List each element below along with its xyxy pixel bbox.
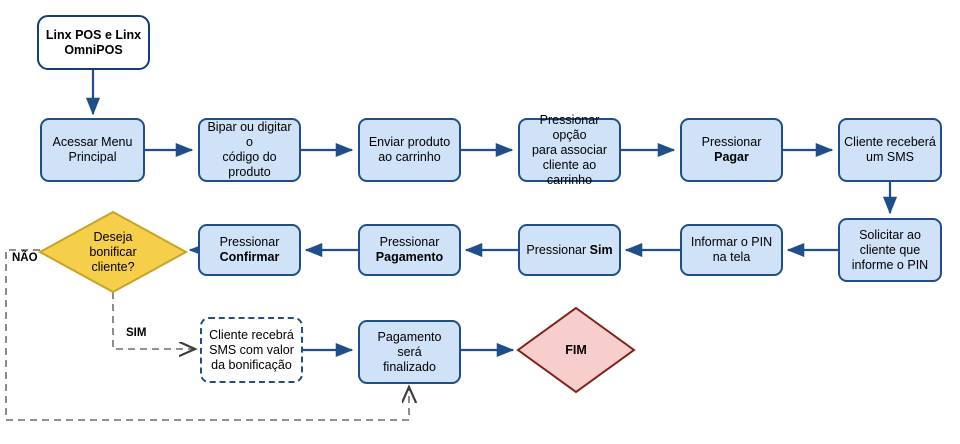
node-fim[interactable]: FIM	[516, 306, 636, 394]
node-deseja-bonificar-label: Deseja bonificar cliente?	[89, 229, 137, 274]
node-pressionar-sim-emphasis: Sim	[589, 242, 613, 257]
node-informar-pin[interactable]: Informar o PIN na tela	[680, 224, 783, 276]
node-solicitar-pin[interactable]: Solicitar ao cliente que informe o PIN	[838, 218, 942, 282]
node-pressionar-confirmar-label: Pressionar	[219, 235, 280, 249]
node-acessar-menu[interactable]: Acessar Menu Principal	[40, 118, 145, 182]
node-pressionar-pagar-emphasis: Pagar	[714, 150, 749, 164]
node-pressionar-sim[interactable]: Pressionar Sim	[518, 224, 621, 276]
node-start-label: Linx POS e Linx OmniPOS	[45, 27, 142, 57]
node-pagamento-finalizado-label: Pagamento será finalizado	[377, 329, 442, 374]
node-associar-cliente[interactable]: Pressionar opção para associar cliente a…	[518, 113, 621, 187]
edge-label-nao: NÃO	[12, 252, 38, 264]
node-acessar-menu-label: Acessar Menu Principal	[52, 135, 133, 164]
decision-shape	[38, 210, 188, 294]
edge-sim-branch	[112, 292, 196, 349]
edge-label-sim: SIM	[126, 327, 147, 339]
node-cliente-sms[interactable]: Cliente receberá um SMS	[838, 118, 942, 182]
node-bipar-codigo-label: Bipar ou digitar o código do produto	[207, 120, 292, 179]
node-solicitar-pin-label: Solicitar ao cliente que informe o PIN	[851, 227, 929, 272]
node-pressionar-pagar-label: Pressionar	[701, 135, 762, 149]
node-start[interactable]: Linx POS e Linx OmniPOS	[37, 15, 150, 70]
node-informar-pin-label: Informar o PIN na tela	[690, 235, 773, 264]
node-pressionar-pagamento-label: Pressionar	[379, 235, 440, 249]
node-sms-bonificacao-label: Cliente recebrá SMS com valor da bonific…	[209, 327, 294, 372]
node-sms-bonificacao[interactable]: Cliente recebrá SMS com valor da bonific…	[200, 317, 303, 383]
node-enviar-produto[interactable]: Enviar produto ao carrinho	[358, 118, 461, 182]
node-pressionar-sim-label: Pressionar	[526, 242, 590, 257]
node-pressionar-confirmar-emphasis: Confirmar	[219, 250, 280, 264]
node-fim-label: FIM	[565, 342, 587, 357]
node-cliente-sms-label: Cliente receberá um SMS	[844, 135, 936, 164]
node-enviar-produto-label: Enviar produto ao carrinho	[368, 135, 451, 164]
node-pressionar-pagamento-emphasis: Pagamento	[375, 250, 444, 264]
node-deseja-bonificar[interactable]: Deseja bonificar cliente?	[38, 210, 188, 294]
end-shape	[516, 306, 636, 394]
node-pagamento-finalizado[interactable]: Pagamento será finalizado	[358, 320, 461, 384]
node-associar-cliente-label: Pressionar opção para associar cliente a…	[531, 112, 608, 187]
node-bipar-codigo[interactable]: Bipar ou digitar o código do produto	[198, 118, 301, 182]
